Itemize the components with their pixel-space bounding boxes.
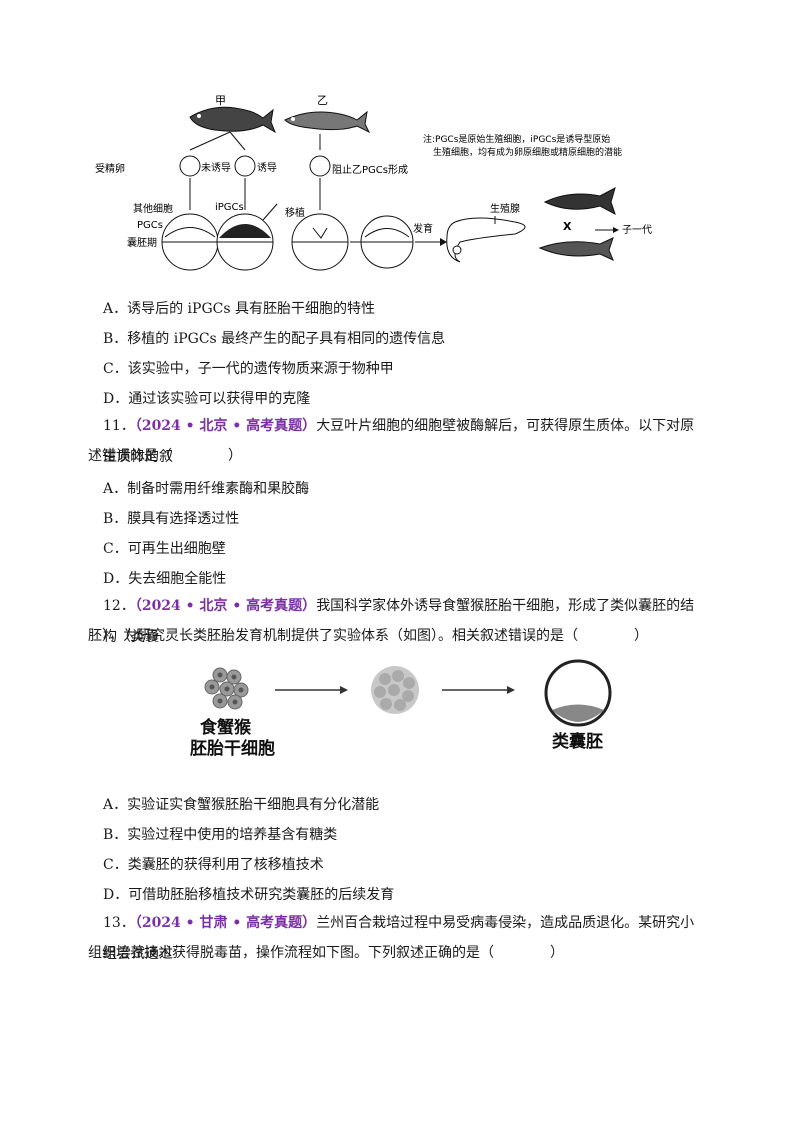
q12-option-d: D．可借助胚胎移植技术研究类囊胚的后续发育 — [103, 887, 395, 903]
blastula-4-icon — [360, 215, 414, 269]
label-block: 阻止乙PGCs形成 — [332, 164, 408, 176]
label-fertilized: 受精卵 — [95, 162, 125, 175]
blastula-2-icon — [216, 213, 274, 271]
q13-source: （2024 • 甘肃 • 高考真题） — [134, 915, 317, 931]
q12-source: （2024 • 北京 • 高考真题） — [134, 598, 317, 614]
label-transplant: 移植 — [285, 206, 305, 219]
q12-stem: 12．（2024 • 北京 • 高考真题）我国科学家体外诱导食蟹猴胚胎干细胞，形… — [103, 591, 703, 653]
q12-option-c: C．类囊胚的获得利用了核移植技术 — [103, 857, 324, 873]
q11-option-c: C．可再生出细胞壁 — [103, 541, 226, 557]
pgc-experiment-figure: 甲 乙 受精卵 未诱导 诱导 阻止乙PGCs形成 其他细胞 PGCs 囊胚期 i… — [95, 94, 652, 271]
q13-number: 13． — [103, 915, 135, 931]
q12-stem-line-2: 胚），为研究灵长类胚胎发育机制提供了实验体系（如图）。相关叙述错误的是（ ） — [88, 628, 648, 644]
q12-stem-line-1: 我国科学家体外诱导食蟹猴胚胎干细胞，形成了类似囊胚的结构（类囊 — [103, 598, 695, 645]
label-left-2: 胚胎干细胞 — [190, 738, 275, 759]
q12-option-b: B．实验过程中使用的培养基含有糖类 — [103, 827, 338, 843]
blastula-1-icon — [161, 213, 219, 271]
label-blastula: 囊胚期 — [127, 236, 157, 249]
adult-fish-2-icon — [538, 237, 614, 261]
egg-3-icon — [309, 155, 331, 177]
blastula-3-icon — [291, 213, 349, 271]
label-jia: 甲 — [215, 94, 226, 107]
q10-option-b: B．移植的 iPGCs 最终产生的配子具有相同的遗传信息 — [103, 331, 446, 347]
cell-aggregate-icon — [371, 666, 419, 714]
label-not-induced: 未诱导 — [201, 161, 231, 174]
q11-option-b: B．膜具有选择透过性 — [103, 511, 240, 527]
fish-yi-icon — [284, 110, 371, 134]
larva-icon — [446, 217, 526, 263]
egg-1-icon — [179, 155, 201, 177]
label-pgcs: PGCs — [137, 220, 163, 231]
q12-option-a: A．实验证实食蟹猴胚胎干细胞具有分化潜能 — [103, 797, 380, 813]
label-ipgcs: iPGCs — [215, 202, 244, 213]
label-right: 类囊胚 — [552, 731, 603, 752]
q11-stem-line-2: 述错误的是（ ） — [88, 448, 242, 464]
q11-source: （2024 • 北京 • 高考真题） — [134, 418, 317, 434]
adult-fish-1-icon — [543, 187, 616, 216]
label-induced: 诱导 — [257, 161, 277, 174]
label-gonad: 生殖腺 — [490, 202, 520, 215]
blastoid-figure: 食蟹猴 胚胎干细胞 类囊胚 — [190, 659, 612, 759]
fish-jia-icon — [189, 106, 277, 134]
label-yi: 乙 — [317, 94, 328, 107]
q11-option-d: D．失去细胞全能性 — [103, 571, 227, 587]
note-line-1: 注:PGCs是原始生殖细胞，iPGCs是诱导型原始 — [423, 133, 610, 145]
label-offspring: 子一代 — [622, 224, 652, 236]
q11-stem-line-1: 大豆叶片细胞的细胞壁被酶解后，可获得原生质体。以下对原生质体的叙 — [103, 418, 695, 465]
q10-option-c: C．该实验中，子一代的遗传物质来源于物种甲 — [103, 361, 394, 377]
label-other-cells: 其他细胞 — [133, 202, 173, 215]
q10-option-a: A．诱导后的 iPGCs 具有胚胎干细胞的特性 — [103, 301, 375, 317]
label-left-1: 食蟹猴 — [200, 717, 252, 738]
q12-number: 12． — [103, 598, 135, 614]
stem-cell-cluster-icon — [204, 667, 249, 710]
q11-number: 11． — [103, 418, 135, 434]
blastoid-icon — [544, 659, 612, 727]
q13-stem-line-2: 组织培养技术获得脱毒苗，操作流程如下图。下列叙述正确的是（ ） — [88, 945, 564, 961]
label-develop: 发育 — [413, 222, 433, 235]
q10-option-d: D．通过该实验可以获得甲的克隆 — [103, 391, 311, 407]
egg-2-icon — [234, 155, 256, 177]
label-cross: X — [563, 220, 572, 233]
q11-option-a: A．制备时需用纤维素酶和果胶酶 — [103, 481, 310, 497]
q13-stem: 13．（2024 • 甘肃 • 高考真题）兰州百合栽培过程中易受病毒侵染，造成品… — [103, 908, 703, 970]
note-line-2: 生殖细胞，均有成为卵原细胞或精原细胞的潜能 — [433, 146, 622, 158]
q13-stem-line-1: 兰州百合栽培过程中易受病毒侵染，造成品质退化。某研究小组尝试通过 — [103, 915, 695, 962]
q11-stem: 11．（2024 • 北京 • 高考真题）大豆叶片细胞的细胞壁被酶解后，可获得原… — [103, 411, 703, 473]
